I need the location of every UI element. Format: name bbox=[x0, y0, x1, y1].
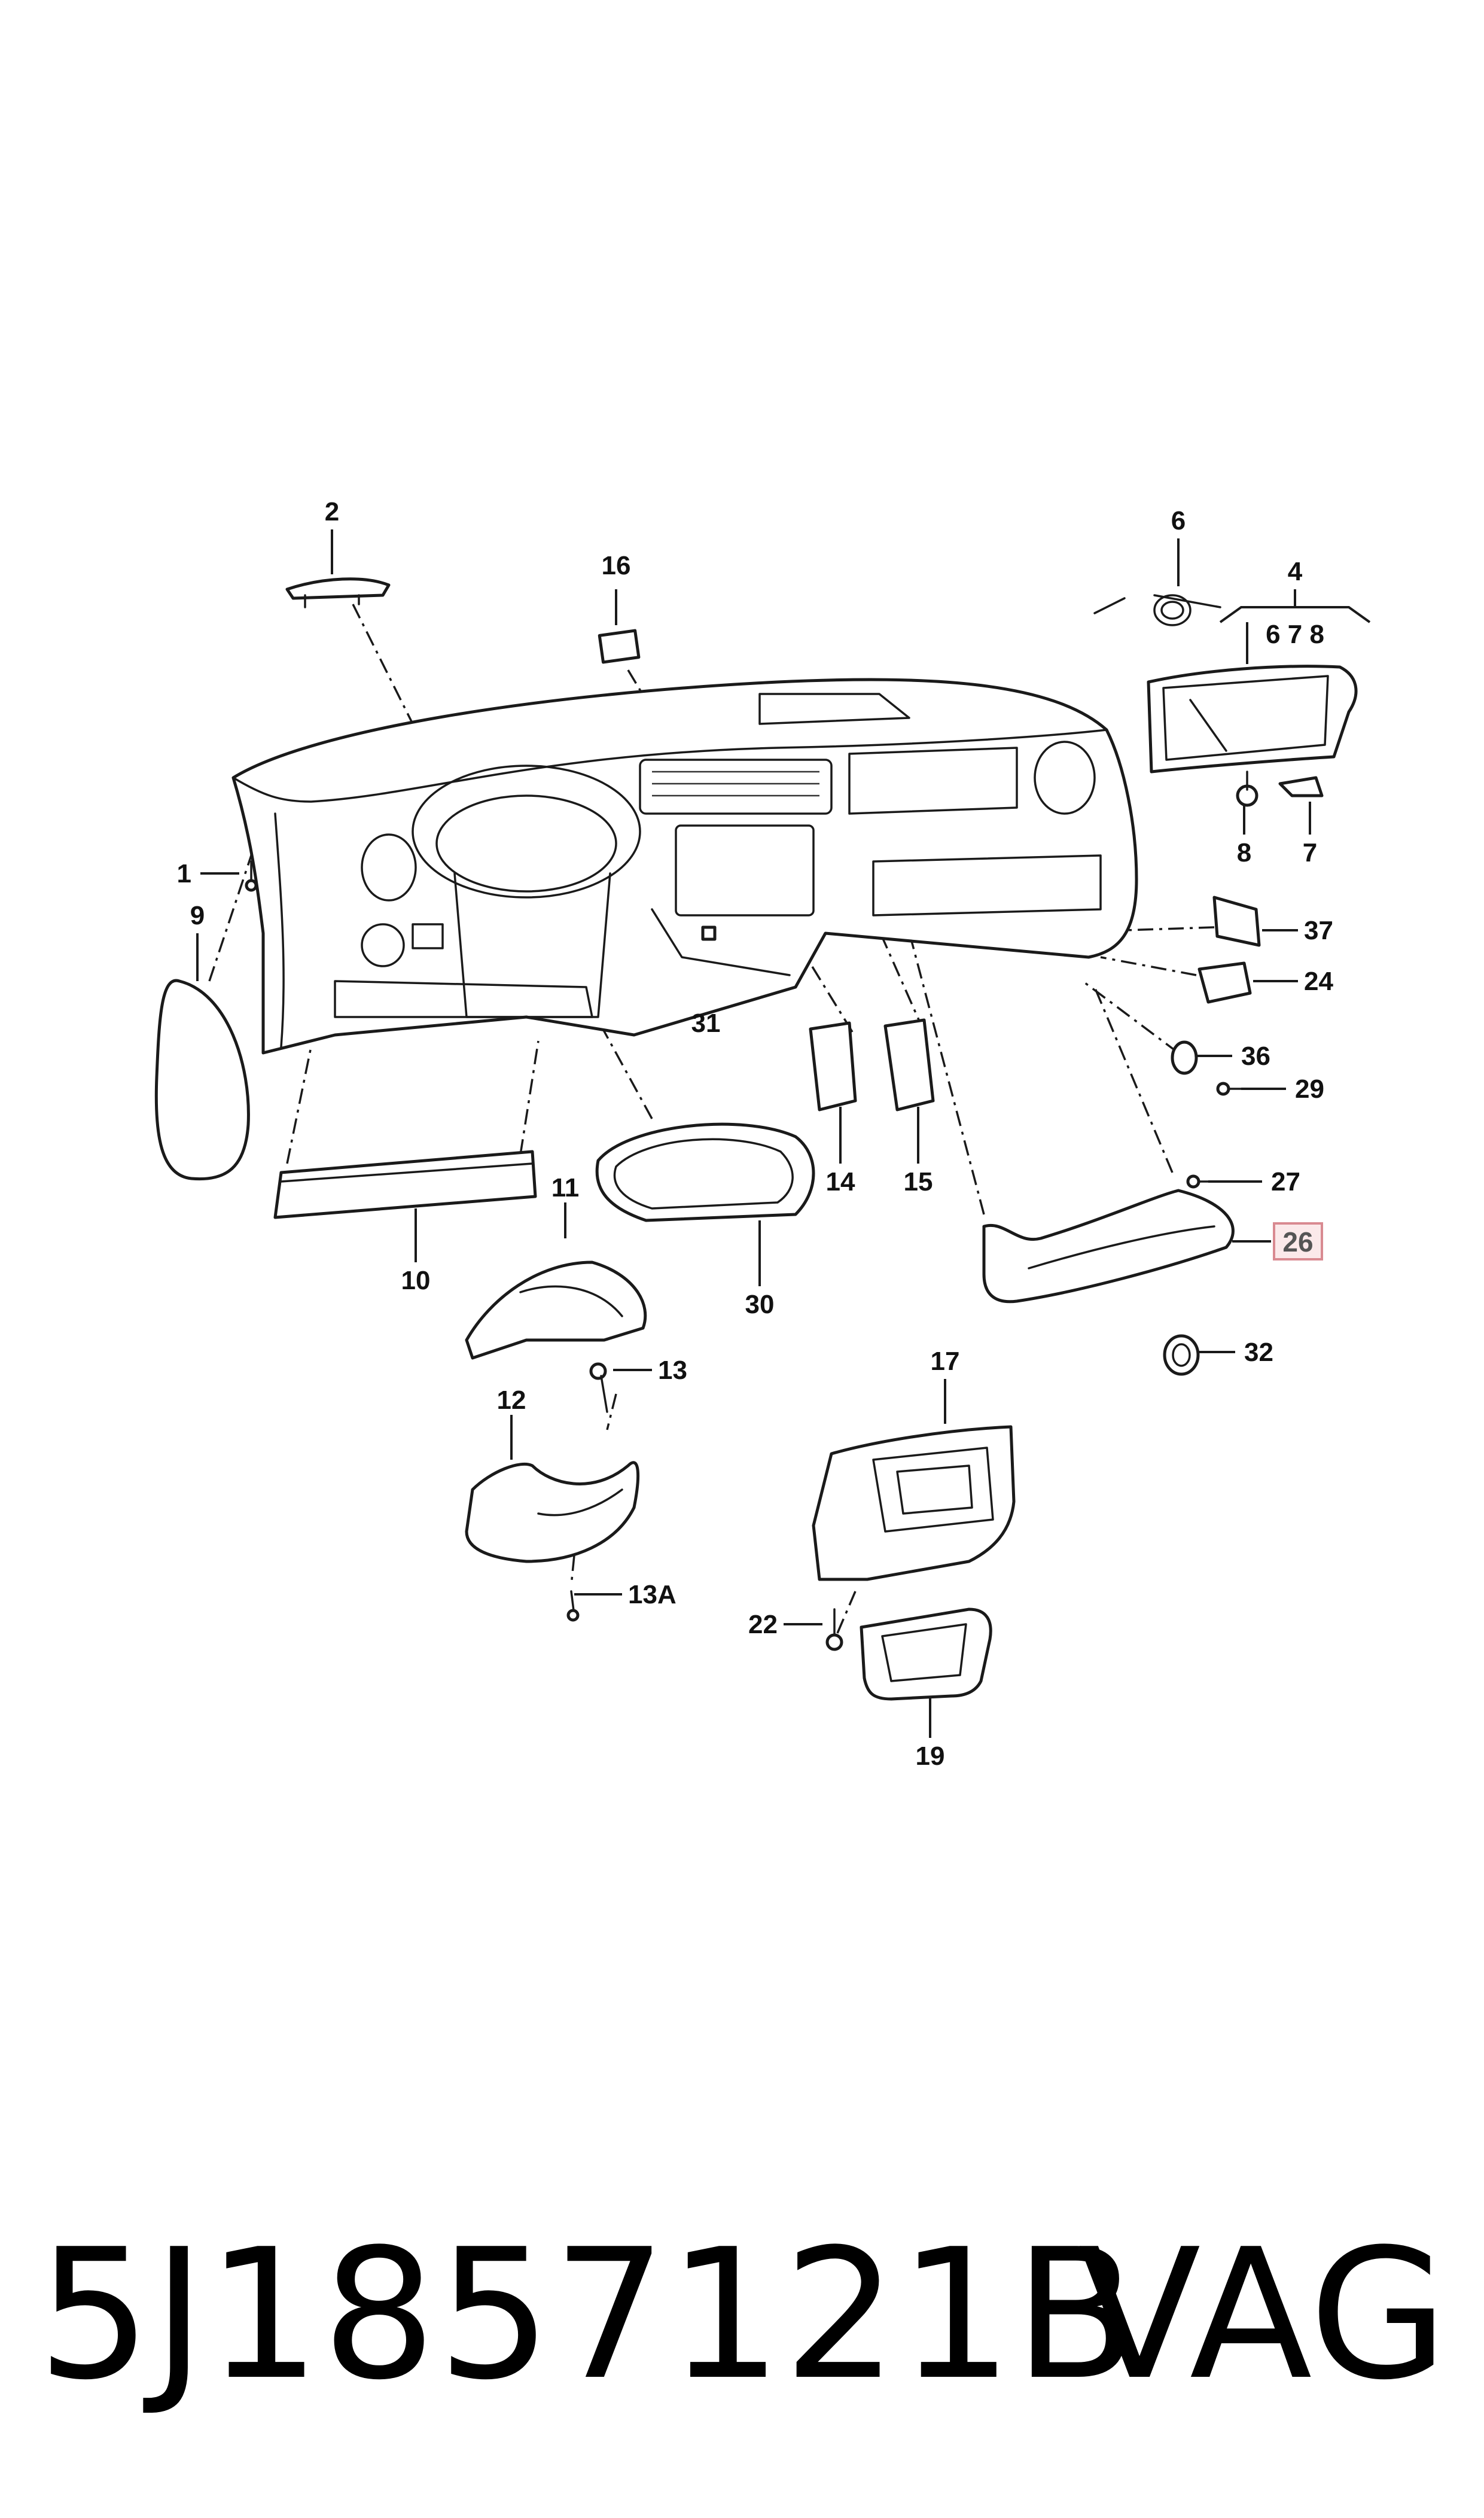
part-27-bolt bbox=[1186, 1174, 1215, 1189]
part-37-bracket bbox=[1212, 896, 1261, 947]
callout-6: 6 bbox=[1171, 506, 1186, 535]
part-number: 5J1857121B bbox=[37, 2211, 1139, 2419]
callout-15: 15 bbox=[904, 1167, 933, 1196]
part-12-lower-shroud bbox=[465, 1461, 639, 1563]
part-16-cap bbox=[598, 629, 641, 664]
callout-8: 8 bbox=[1237, 838, 1251, 867]
part-11-upper-shroud bbox=[465, 1260, 647, 1360]
callout-26: 26 bbox=[1282, 1226, 1313, 1258]
callout-19: 19 bbox=[916, 1741, 945, 1771]
part-36-ring bbox=[1171, 1040, 1198, 1075]
part-9-side-cover bbox=[154, 979, 250, 1181]
callout-9: 9 bbox=[190, 901, 205, 930]
part-8-screw bbox=[1236, 771, 1258, 807]
part-17-console bbox=[812, 1425, 1016, 1581]
callout-27: 27 bbox=[1271, 1167, 1300, 1196]
manufacturer: VAG bbox=[1078, 2211, 1448, 2419]
callout-30: 30 bbox=[745, 1290, 775, 1319]
callout-17: 17 bbox=[931, 1347, 960, 1376]
callout-29: 29 bbox=[1295, 1074, 1324, 1104]
part-22-screw bbox=[825, 1608, 843, 1651]
callout-37: 37 bbox=[1304, 916, 1333, 945]
part-4-lid bbox=[1147, 665, 1358, 774]
callout-1: 1 bbox=[177, 859, 191, 888]
callout-12: 12 bbox=[497, 1386, 526, 1415]
callout-24: 24 bbox=[1304, 967, 1333, 996]
callout-16: 16 bbox=[602, 551, 631, 580]
part-13-screw bbox=[589, 1362, 608, 1413]
footer: 5J1857121B VAG bbox=[0, 2202, 1484, 2453]
callout-13: 13 bbox=[658, 1356, 687, 1385]
dashboard-panel bbox=[231, 678, 1138, 1055]
part-14-trim bbox=[809, 1021, 857, 1112]
callout-labels: 2 16 6 4 6 7 8 8 7 1 9 37 24 31 36 29 14… bbox=[177, 497, 1334, 1771]
part-2-cover bbox=[285, 577, 391, 608]
callout-14: 14 bbox=[826, 1167, 855, 1196]
part-7-clip bbox=[1278, 776, 1324, 797]
part-19-frame bbox=[860, 1607, 992, 1701]
part-32-grommet bbox=[1163, 1334, 1200, 1376]
part-30-instrument-bezel bbox=[595, 1122, 815, 1222]
callout-32: 32 bbox=[1244, 1338, 1273, 1367]
callout-4: 4 bbox=[1288, 557, 1303, 586]
part-10-lower-trim bbox=[273, 1150, 537, 1219]
callout-10: 10 bbox=[401, 1266, 431, 1295]
callout-2: 2 bbox=[325, 497, 339, 526]
parts-diagram: 2 16 6 4 6 7 8 8 7 1 9 37 24 31 36 29 14… bbox=[154, 497, 1371, 1771]
part-31-clip bbox=[701, 925, 717, 941]
part-13a-screw bbox=[566, 1590, 580, 1622]
callout-4-sub: 6 7 8 bbox=[1266, 620, 1324, 649]
callout-26-highlight bbox=[1273, 1222, 1323, 1260]
callout-22: 22 bbox=[748, 1610, 778, 1639]
callout-31: 31 bbox=[691, 1009, 721, 1038]
part-26-trim bbox=[982, 1189, 1235, 1304]
callout-7: 7 bbox=[1303, 838, 1317, 867]
part-29-bolt bbox=[1216, 1082, 1245, 1096]
callout-13a: 13A bbox=[628, 1580, 677, 1609]
callout-11: 11 bbox=[551, 1173, 580, 1202]
part-6-spring bbox=[1093, 594, 1221, 626]
part-1-screw bbox=[245, 860, 258, 892]
callout-36: 36 bbox=[1241, 1042, 1270, 1071]
part-15-trim bbox=[883, 1018, 935, 1112]
part-24-cover bbox=[1197, 961, 1252, 1004]
